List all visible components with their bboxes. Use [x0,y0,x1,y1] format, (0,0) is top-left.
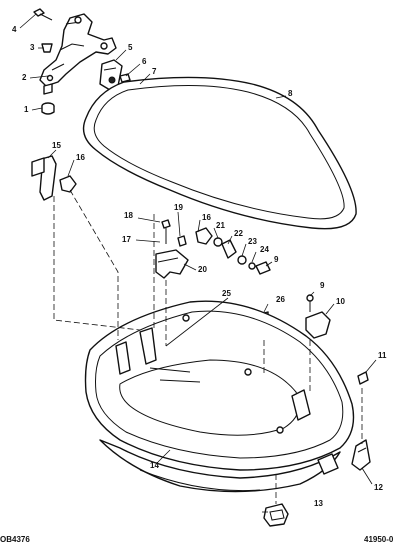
callout-13: 13 [314,499,323,508]
callout-16-right: 16 [202,213,211,222]
alignment-lines [53,189,363,504]
callout-5: 5 [128,43,133,52]
bracket-10 [305,311,331,339]
figure-code-left: OB4376 [0,535,30,544]
callout-19: 19 [174,203,183,212]
callout-12: 12 [374,483,383,492]
callout-9-upper: 9 [274,255,279,264]
bracket-15 [31,155,57,201]
callout-2: 2 [22,73,27,82]
callout-11: 11 [378,351,387,360]
grommet-1 [41,102,55,115]
figure-code-right: 41950-0 [364,535,394,544]
mounting-bracket [39,13,117,95]
callout-26: 26 [276,295,285,304]
callout-23: 23 [248,237,257,246]
latch-assembly [155,219,271,279]
bottom-cowl-14 [84,300,355,493]
bracket-12 [351,439,371,471]
callout-8: 8 [288,89,293,98]
callout-14: 14 [150,461,159,470]
screw-9-right [306,294,314,312]
callout-21: 21 [216,221,225,230]
callout-3: 3 [30,43,35,52]
callout-10: 10 [336,297,345,306]
washer-3 [41,43,53,53]
screw-4 [33,8,53,21]
grommet-13 [263,503,289,527]
grommet-16-left [59,175,77,193]
callout-9-lower: 9 [320,281,325,290]
callout-22: 22 [234,229,243,238]
callout-1: 1 [24,105,29,114]
nut-6 [119,73,131,83]
callout-17: 17 [122,235,131,244]
callout-20: 20 [198,265,207,274]
cowl-seal-8 [82,76,357,230]
callout-6: 6 [142,57,147,66]
callout-25: 25 [222,289,231,298]
callout-16-left: 16 [76,153,85,162]
screw-11 [357,371,369,385]
callout-15: 15 [52,141,61,150]
callout-18: 18 [124,211,133,220]
callout-4: 4 [12,25,17,34]
leader-lines [19,13,377,513]
callout-7: 7 [152,67,157,76]
callout-24: 24 [260,245,269,254]
